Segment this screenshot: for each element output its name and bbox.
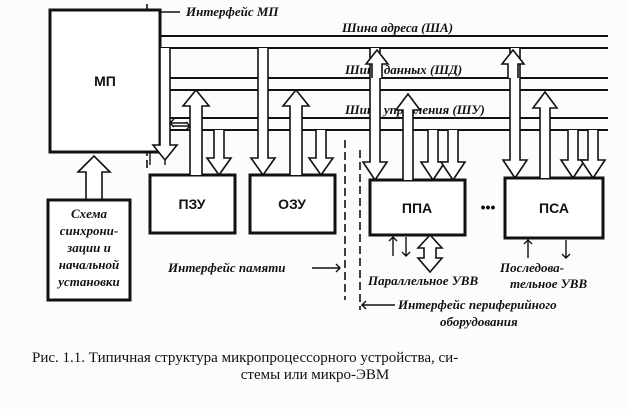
rom-control-arrow [205,130,233,177]
psa-in-arrow [523,239,533,258]
psa-control-arrow [559,130,587,180]
ppa-control-arrow [419,130,447,182]
ppa-io-up-arrow [388,236,398,256]
ppa-data-arrow [394,92,422,180]
ram-block [248,173,337,235]
psa-control-arrow-2 [579,130,607,180]
sync-line-5: установки [56,274,120,289]
ppa-block [368,178,467,237]
ppa-io-down-arrow [401,237,411,257]
sync-line-1: Схема [71,206,108,221]
peripheral-interface-pointer [361,300,395,310]
ellipsis: ••• [481,199,496,215]
ppa-address-arrow [361,48,389,182]
rom-block-label: ПЗУ [178,196,205,212]
psa-address-arrow [501,48,529,180]
ram-control-arrow [307,130,335,177]
psa-addr-up-arrow [500,48,526,78]
mp-interface-label: Интерфейс МП [185,4,279,19]
ram-block-label: ОЗУ [278,196,306,212]
memory-interface-label: Интерфейс памяти [167,260,286,275]
address-bus-label: Шина адреса (ША) [341,20,453,35]
sync-line-3: зации и [66,240,111,255]
ppa-addr-up-arrow [364,48,390,78]
serial-io-label-2: тельное УВВ [510,276,587,291]
psa-block [503,176,605,240]
caption-line-1: Рис. 1.1. Типичная структура микропроцес… [32,350,459,366]
block-diagram: Интерфейс МП МП Шина адреса (ША) Шина да… [46,4,608,329]
psa-data-arrow [531,90,559,178]
ppa-control-arrow-2 [439,130,467,182]
figure-caption: Рис. 1.1. Типичная структура микропроцес… [20,350,610,384]
data-bus-label: Шина данных (ШД) [344,62,462,77]
ppa-block-label: ППА [402,200,432,216]
psa-block-label: ПСА [539,200,569,216]
rom-address-arrow [151,48,179,162]
parallel-io-label: Параллельное УВВ [367,273,478,288]
rom-data-arrow [181,88,211,175]
sync-block [46,198,132,302]
ram-address-arrow [249,48,277,177]
psa-out-arrow [561,240,571,259]
ppa-bidir-arrow [416,233,444,274]
sync-to-mp-arrow [76,154,112,201]
peripheral-interface-label-2: оборудования [440,314,518,329]
sync-line-4: начальной [59,257,119,272]
caption-line-2: стемы или микро-ЭВМ [240,367,390,383]
ram-data-arrow [281,88,311,175]
mp-block-label: МП [94,73,116,89]
sync-line-2: синхрони- [60,223,119,238]
memory-interface-pointer [312,263,341,273]
serial-io-label-1: Последова- [499,260,564,275]
peripheral-interface-label-1: Интерфейс периферийного [397,297,557,312]
